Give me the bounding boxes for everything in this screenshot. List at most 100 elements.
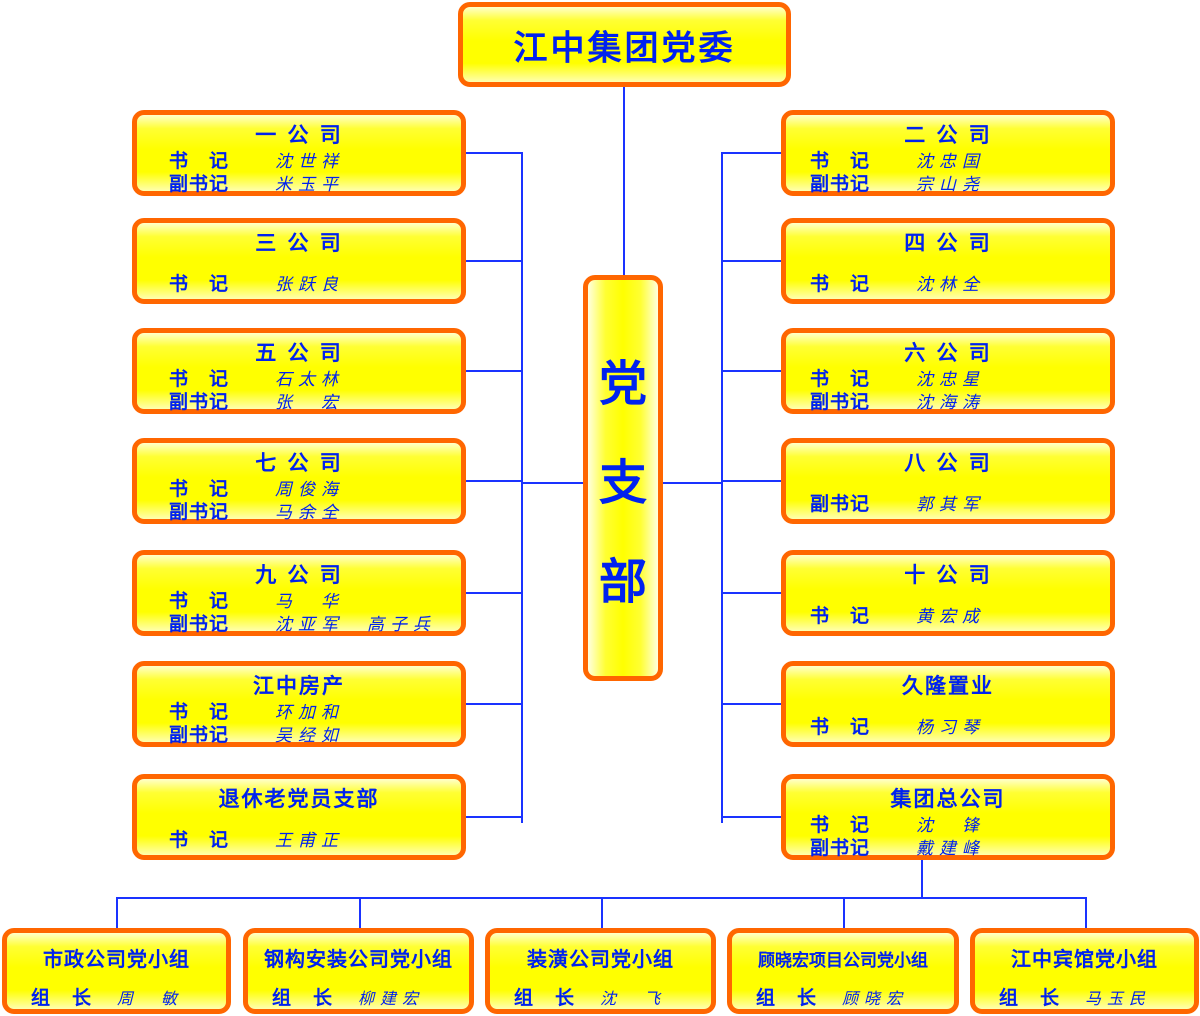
branch-box: 退休老党员支部书 记王甫正	[132, 774, 466, 860]
group-leader-row: 组长沈 飞	[514, 983, 666, 1010]
branch-box: 集团总公司书 记 沈 锋副书记 戴建峰	[781, 774, 1115, 860]
party-group-box: 钢构安装公司党小组组长柳建宏	[243, 928, 474, 1014]
branch-name: 江中房产	[253, 674, 345, 698]
top-committee-title: 江中集团党委	[513, 28, 736, 68]
connector-top-to-center	[623, 86, 625, 276]
role-label: 副书记	[169, 612, 230, 635]
branch-name: 六 公 司	[904, 341, 992, 365]
branch-name: 二 公 司	[904, 123, 992, 147]
branch-name: 八 公 司	[904, 451, 992, 475]
group-name: 顾晓宏项目公司党小组	[758, 951, 928, 971]
group-leader-label: 组长	[999, 987, 1082, 1009]
group-name: 装潢公司党小组	[527, 947, 674, 971]
role-label: 书 记	[810, 367, 871, 390]
top-committee-box: 江中集团党委	[458, 2, 791, 87]
role-row: 书 记沈忠国	[810, 148, 985, 172]
role-row: 副书记 米玉平	[169, 171, 344, 195]
group-name: 江中宾馆党小组	[1011, 947, 1158, 971]
role-row: 书 记 环加和	[169, 699, 344, 723]
role-label: 副书记	[810, 492, 871, 515]
role-row: 副书记马余全	[169, 499, 344, 523]
party-group-box: 市政公司党小组组长周 敏	[2, 928, 231, 1014]
connector-branch-stub	[465, 260, 523, 262]
person-name: 马玉民	[1085, 988, 1152, 1008]
group-leader-label: 组长	[756, 987, 839, 1009]
role-row: 书 记沈 锋	[810, 812, 985, 836]
role-row: 书 记沈世祥	[169, 148, 344, 172]
person-name: 郭其军	[916, 494, 985, 515]
connector-group-stub	[359, 897, 361, 929]
person-name: 马 华	[275, 591, 344, 612]
role-label: 书 记	[810, 715, 871, 738]
connector-branch-stub	[721, 816, 782, 818]
branch-box: 江中房产书 记环加和副书记吴经如	[132, 661, 466, 747]
role-label: 副书记	[810, 836, 871, 859]
role-label: 书 记	[169, 272, 230, 295]
party-branch-char: 党	[598, 356, 647, 413]
group-name: 钢构安装公司党小组	[264, 947, 453, 971]
party-group-box: 装潢公司党小组组长沈 飞	[485, 928, 716, 1014]
role-label: 书 记	[169, 700, 230, 723]
party-branch-box: 党 支 部	[583, 275, 663, 681]
role-label: 副书记	[169, 390, 230, 413]
role-row: 副书记张 宏	[169, 389, 344, 413]
person-name: 沈 锋	[916, 815, 985, 836]
connector-branch-stub	[465, 816, 523, 818]
connector-branch-stub	[465, 592, 523, 594]
role-row: 副书记 郭其军	[810, 491, 985, 515]
connector-branch-stub	[721, 152, 782, 154]
branch-name: 十 公 司	[904, 563, 992, 587]
branch-box: 三 公 司书 记张跃良	[132, 218, 466, 304]
person-name: 吴经如	[275, 725, 344, 746]
person-name: 黄宏成	[916, 606, 985, 627]
person-name: 沈林全	[916, 274, 985, 295]
connector-group-stub	[116, 897, 118, 929]
branch-box: 十 公 司书 记黄宏成	[781, 550, 1115, 636]
party-group-box: 顾晓宏项目公司党小组组长顾晓宏	[727, 928, 959, 1014]
person-name: 周 敏	[117, 988, 184, 1008]
person-name: 沈忠星	[916, 369, 985, 390]
role-row: 副书记宗山尧	[810, 171, 985, 195]
branch-name: 九 公 司	[255, 563, 343, 587]
role-row: 书 记黄宏成	[810, 603, 985, 627]
role-row: 副书记 戴建峰	[810, 835, 985, 859]
branch-name: 退休老党员支部	[218, 787, 380, 811]
person-name: 石太林	[275, 369, 344, 390]
role-row: 书 记 石太林	[169, 366, 344, 390]
connector-branch-stub	[465, 480, 523, 482]
branch-box: 六 公 司书 记 沈忠星副书记沈海涛	[781, 328, 1115, 414]
branch-box: 久隆置业书 记杨习琴	[781, 661, 1115, 747]
role-label: 书 记	[810, 813, 871, 836]
party-branch-char: 支	[598, 454, 647, 511]
person-name: 周俊海	[275, 479, 344, 500]
role-label: 书 记	[810, 272, 871, 295]
person-name: 米玉平	[275, 174, 344, 195]
person-name: 沈海涛	[916, 392, 985, 413]
connector-branch-stub	[465, 370, 523, 372]
role-label: 副书记	[169, 500, 230, 523]
role-label: 书 记	[169, 589, 230, 612]
person-name: 柳建宏	[358, 988, 425, 1008]
role-label: 书 记	[169, 367, 230, 390]
branch-box: 一 公 司书 记沈世祥副书记米玉平	[132, 110, 466, 196]
role-row: 书 记马 华	[169, 588, 344, 612]
person-name: 戴建峰	[916, 838, 985, 859]
branch-box: 四 公 司书 记沈林全	[781, 218, 1115, 304]
role-row: 书 记张跃良	[169, 271, 344, 295]
role-row: 书 记 沈忠星	[810, 366, 985, 390]
connector-branch-stub	[465, 152, 523, 154]
group-leader-label: 组长	[514, 987, 597, 1009]
connector-branch-stub	[721, 370, 782, 372]
connector-branch-stub	[721, 592, 782, 594]
branch-name: 集团总公司	[890, 787, 1006, 811]
role-row: 副书记沈海涛	[810, 389, 985, 413]
group-leader-row: 组长顾晓宏	[756, 983, 908, 1010]
person-name: 环加和	[275, 702, 344, 723]
connector-branch-stub	[465, 703, 523, 705]
person-name: 王甫正	[275, 830, 344, 851]
connector-left-to-center	[521, 482, 585, 484]
role-label: 副书记	[169, 172, 230, 195]
person-name: 沈世祥	[275, 151, 344, 172]
person-name: 杨习琴	[916, 717, 985, 738]
connector-branch-stub	[721, 703, 782, 705]
